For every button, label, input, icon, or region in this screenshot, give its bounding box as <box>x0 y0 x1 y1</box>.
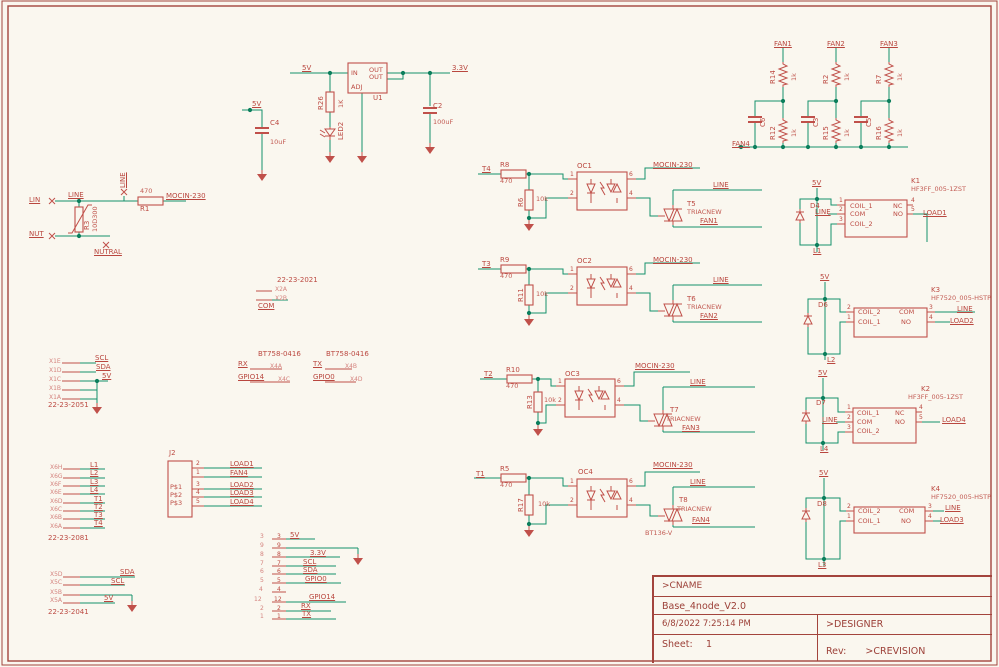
relay-k1 <box>795 188 928 252</box>
title-block-company-row: >CNAME <box>654 577 992 597</box>
date-value: 6/8/2022 7:25:14 PM <box>662 619 751 629</box>
uart-headers <box>250 368 356 383</box>
rev-cell: Rev: >CREVISION <box>817 635 925 661</box>
sheet-number: 1 <box>706 639 713 650</box>
connector-j2 <box>167 460 262 518</box>
power-regulator-circuit <box>242 62 450 182</box>
company-name: >CNAME <box>662 581 703 591</box>
title-block-date-row: 6/8/2022 7:25:14 PM >DESIGNER <box>654 615 992 635</box>
title-block: >CNAME Base_4node_V2.0 6/8/2022 7:25:14 … <box>652 575 992 663</box>
gpio-header <box>272 538 364 620</box>
connector-22-23-2041 <box>63 576 138 613</box>
junction-dots <box>76 70 892 562</box>
rev-value: >CREVISION <box>865 646 926 657</box>
connector-22-23-2081 <box>63 468 105 529</box>
designer-value: >DESIGNER <box>817 615 883 634</box>
sheet-label: Sheet: <box>662 639 693 650</box>
optocoupler-channel-4 <box>474 471 755 538</box>
relay-k3 <box>803 282 975 360</box>
relay-k4 <box>801 478 944 566</box>
title-block-sheet-row: Sheet: 1 Rev: >CREVISION <box>654 635 992 661</box>
sheet-title: Base_4node_V2.0 <box>662 601 746 612</box>
rev-label: Rev: <box>826 646 847 657</box>
mains-input-circuit <box>48 188 186 249</box>
relay-k2 <box>801 378 940 450</box>
connector-22-23-2051 <box>62 362 108 415</box>
title-block-title-row: Base_4node_V2.0 <box>654 597 992 615</box>
optocoupler-channel-3 <box>480 371 755 437</box>
optocoupler-channel-1 <box>478 167 762 232</box>
optocoupler-channel-2 <box>478 262 762 327</box>
connector-22-23-2021 <box>256 290 288 301</box>
fan-snubber-network <box>738 47 908 148</box>
